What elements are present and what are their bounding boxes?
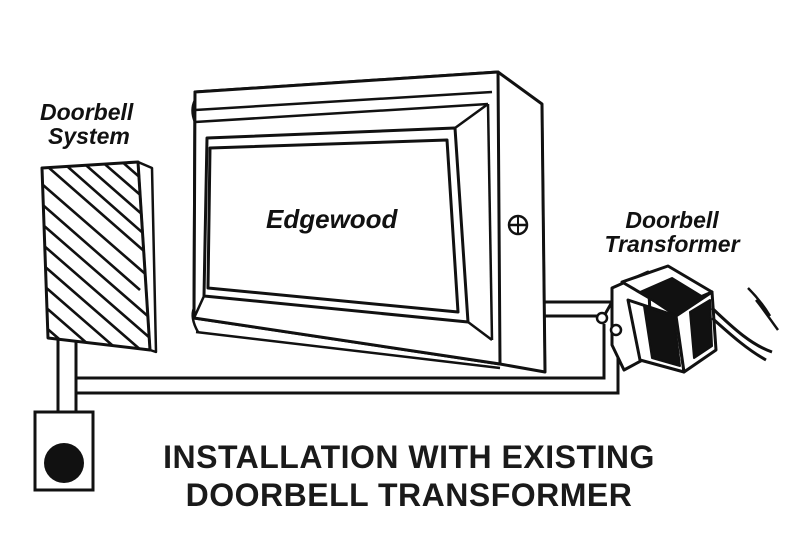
edgewood-unit <box>191 70 547 374</box>
diagram-title-line2: DOORBELL TRANSFORMER <box>185 477 633 513</box>
transformer-label: Doorbell Transformer <box>592 208 752 256</box>
doorbell-system-label: Doorbell System <box>40 100 133 148</box>
diagram-title-line1: INSTALLATION WITH EXISTING <box>163 439 655 475</box>
transformer <box>595 264 780 374</box>
lock-icon <box>507 214 529 236</box>
doorbell-system-label-line1: Doorbell <box>40 99 134 125</box>
edgewood-label: Edgewood <box>266 204 398 234</box>
transformer-label-line2: Transformer <box>604 231 740 258</box>
doorbell-button <box>33 410 95 492</box>
doorbell-system-label-line2: System <box>48 123 130 150</box>
doorbell-chime <box>40 160 158 354</box>
transformer-label-line1: Doorbell <box>625 207 719 233</box>
